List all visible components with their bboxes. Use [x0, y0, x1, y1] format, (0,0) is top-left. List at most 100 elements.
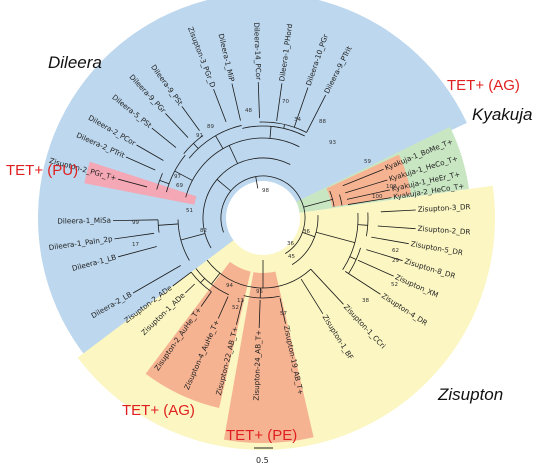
bootstrap-value: 98	[262, 188, 269, 194]
terminal-branch	[172, 271, 192, 287]
internal-arc	[177, 219, 190, 261]
internal-branch	[302, 231, 315, 238]
clade-label-dileera: Dileera	[48, 53, 102, 72]
internal-arc	[185, 137, 300, 198]
tet-label-ag-top: TET+ (AG)	[447, 77, 520, 94]
internal-branch	[303, 198, 333, 208]
terminal-branch	[276, 83, 283, 122]
terminal-branch	[377, 225, 416, 230]
terminal-branch	[310, 268, 344, 305]
internal-branch	[159, 180, 170, 185]
terminal-branch	[346, 189, 391, 200]
internal-arc	[188, 125, 242, 159]
terminal-branch	[185, 283, 195, 294]
bootstrap-value: 34	[294, 117, 301, 123]
internal-arc	[206, 259, 312, 289]
terminal-branch	[345, 179, 388, 194]
internal-arc	[195, 268, 229, 296]
internal-arc	[243, 295, 280, 299]
bootstrap-value: 93	[329, 140, 336, 146]
tet-label-pe: TET+ (PE)	[226, 427, 297, 444]
bootstrap-value: 59	[364, 159, 371, 165]
terminal-branch	[371, 236, 409, 245]
internal-arc	[329, 190, 335, 207]
scale-bar-label: 0.5	[256, 456, 269, 465]
leaf-label: Zisupton-24_AB_T+	[252, 330, 263, 401]
terminal-branch	[118, 178, 148, 188]
terminal-branch	[118, 246, 157, 258]
internal-branch	[269, 126, 272, 139]
internal-arc	[291, 215, 319, 265]
bootstrap-value: 95	[256, 289, 263, 295]
bootstrap-value: 94	[226, 283, 233, 289]
internal-arc	[259, 121, 307, 133]
bootstrap-value: 100	[386, 184, 397, 190]
terminal-branch	[258, 299, 261, 328]
terminal-branch	[200, 291, 212, 307]
terminal-branch	[151, 127, 177, 148]
terminal-branch	[236, 299, 244, 325]
internal-branch	[228, 145, 239, 164]
bootstrap-value: 17	[132, 242, 139, 248]
internal-branch	[158, 223, 179, 226]
internal-branch	[215, 135, 224, 149]
bootstrap-value: 88	[319, 119, 326, 125]
internal-branch	[316, 231, 355, 243]
bootstrap-value: 48	[245, 108, 252, 114]
internal-arc	[348, 247, 361, 274]
leaf-label: Dileera-1_MiSa	[57, 216, 111, 226]
internal-arc	[220, 175, 306, 254]
terminal-branch	[357, 259, 394, 277]
terminal-branch	[125, 156, 156, 171]
internal-branch	[180, 233, 206, 241]
terminal-branch	[136, 144, 164, 161]
bootstrap-value: 100	[372, 194, 383, 200]
bootstrap-value: 38	[362, 298, 369, 304]
leaf-label: Dileera-14_PCor	[252, 22, 263, 80]
terminal-branch	[366, 249, 403, 262]
terminal-branch	[344, 271, 381, 295]
bootstrap-value: 36	[287, 241, 294, 247]
clade-label-kyakuja: Kyakuja	[472, 105, 532, 124]
bootstrap-value: 99	[132, 220, 139, 226]
internal-branch	[255, 176, 259, 189]
tet-ag-bottom-highlight	[145, 261, 251, 409]
bootstrap-value: 29	[392, 258, 399, 264]
terminal-branch	[293, 87, 309, 128]
bootstrap-value: 13	[237, 298, 244, 304]
bootstrap-value: 89	[207, 124, 214, 130]
bootstrap-value: 52	[232, 305, 239, 311]
internal-arc	[157, 219, 160, 233]
tree-branches	[113, 82, 416, 328]
terminal-branch	[342, 168, 384, 187]
bootstrap-value: 52	[391, 282, 398, 288]
bootstrap-value: 45	[288, 254, 295, 260]
terminal-branch	[181, 106, 200, 131]
tet-ag-top-highlight	[326, 154, 412, 208]
internal-branch	[216, 179, 232, 192]
bootstrap-value: 57	[280, 311, 287, 317]
terminal-branch	[279, 298, 286, 324]
tet-pe-highlight	[223, 271, 314, 443]
terminal-branch	[114, 232, 155, 240]
terminal-branch	[165, 113, 189, 138]
terminal-branch	[347, 197, 392, 205]
internal-branch	[357, 224, 368, 226]
bootstrap-value: 97	[174, 174, 181, 180]
terminal-branch	[217, 296, 229, 319]
bootstrap-value: 82	[200, 228, 207, 234]
internal-arc	[342, 213, 359, 270]
internal-arc	[183, 135, 204, 155]
terminal-branch	[306, 94, 327, 133]
bootstrap-value: 91	[196, 133, 203, 139]
internal-arc	[166, 154, 186, 193]
internal-branch	[283, 124, 285, 129]
internal-arc	[242, 125, 305, 137]
internal-branch	[174, 170, 193, 181]
terminal-branch	[380, 209, 416, 213]
leaf-label: Zisupton-3_DR	[418, 202, 471, 214]
bootstrap-value: 70	[282, 99, 289, 105]
terminal-branch	[132, 265, 181, 294]
internal-arc	[156, 173, 163, 190]
